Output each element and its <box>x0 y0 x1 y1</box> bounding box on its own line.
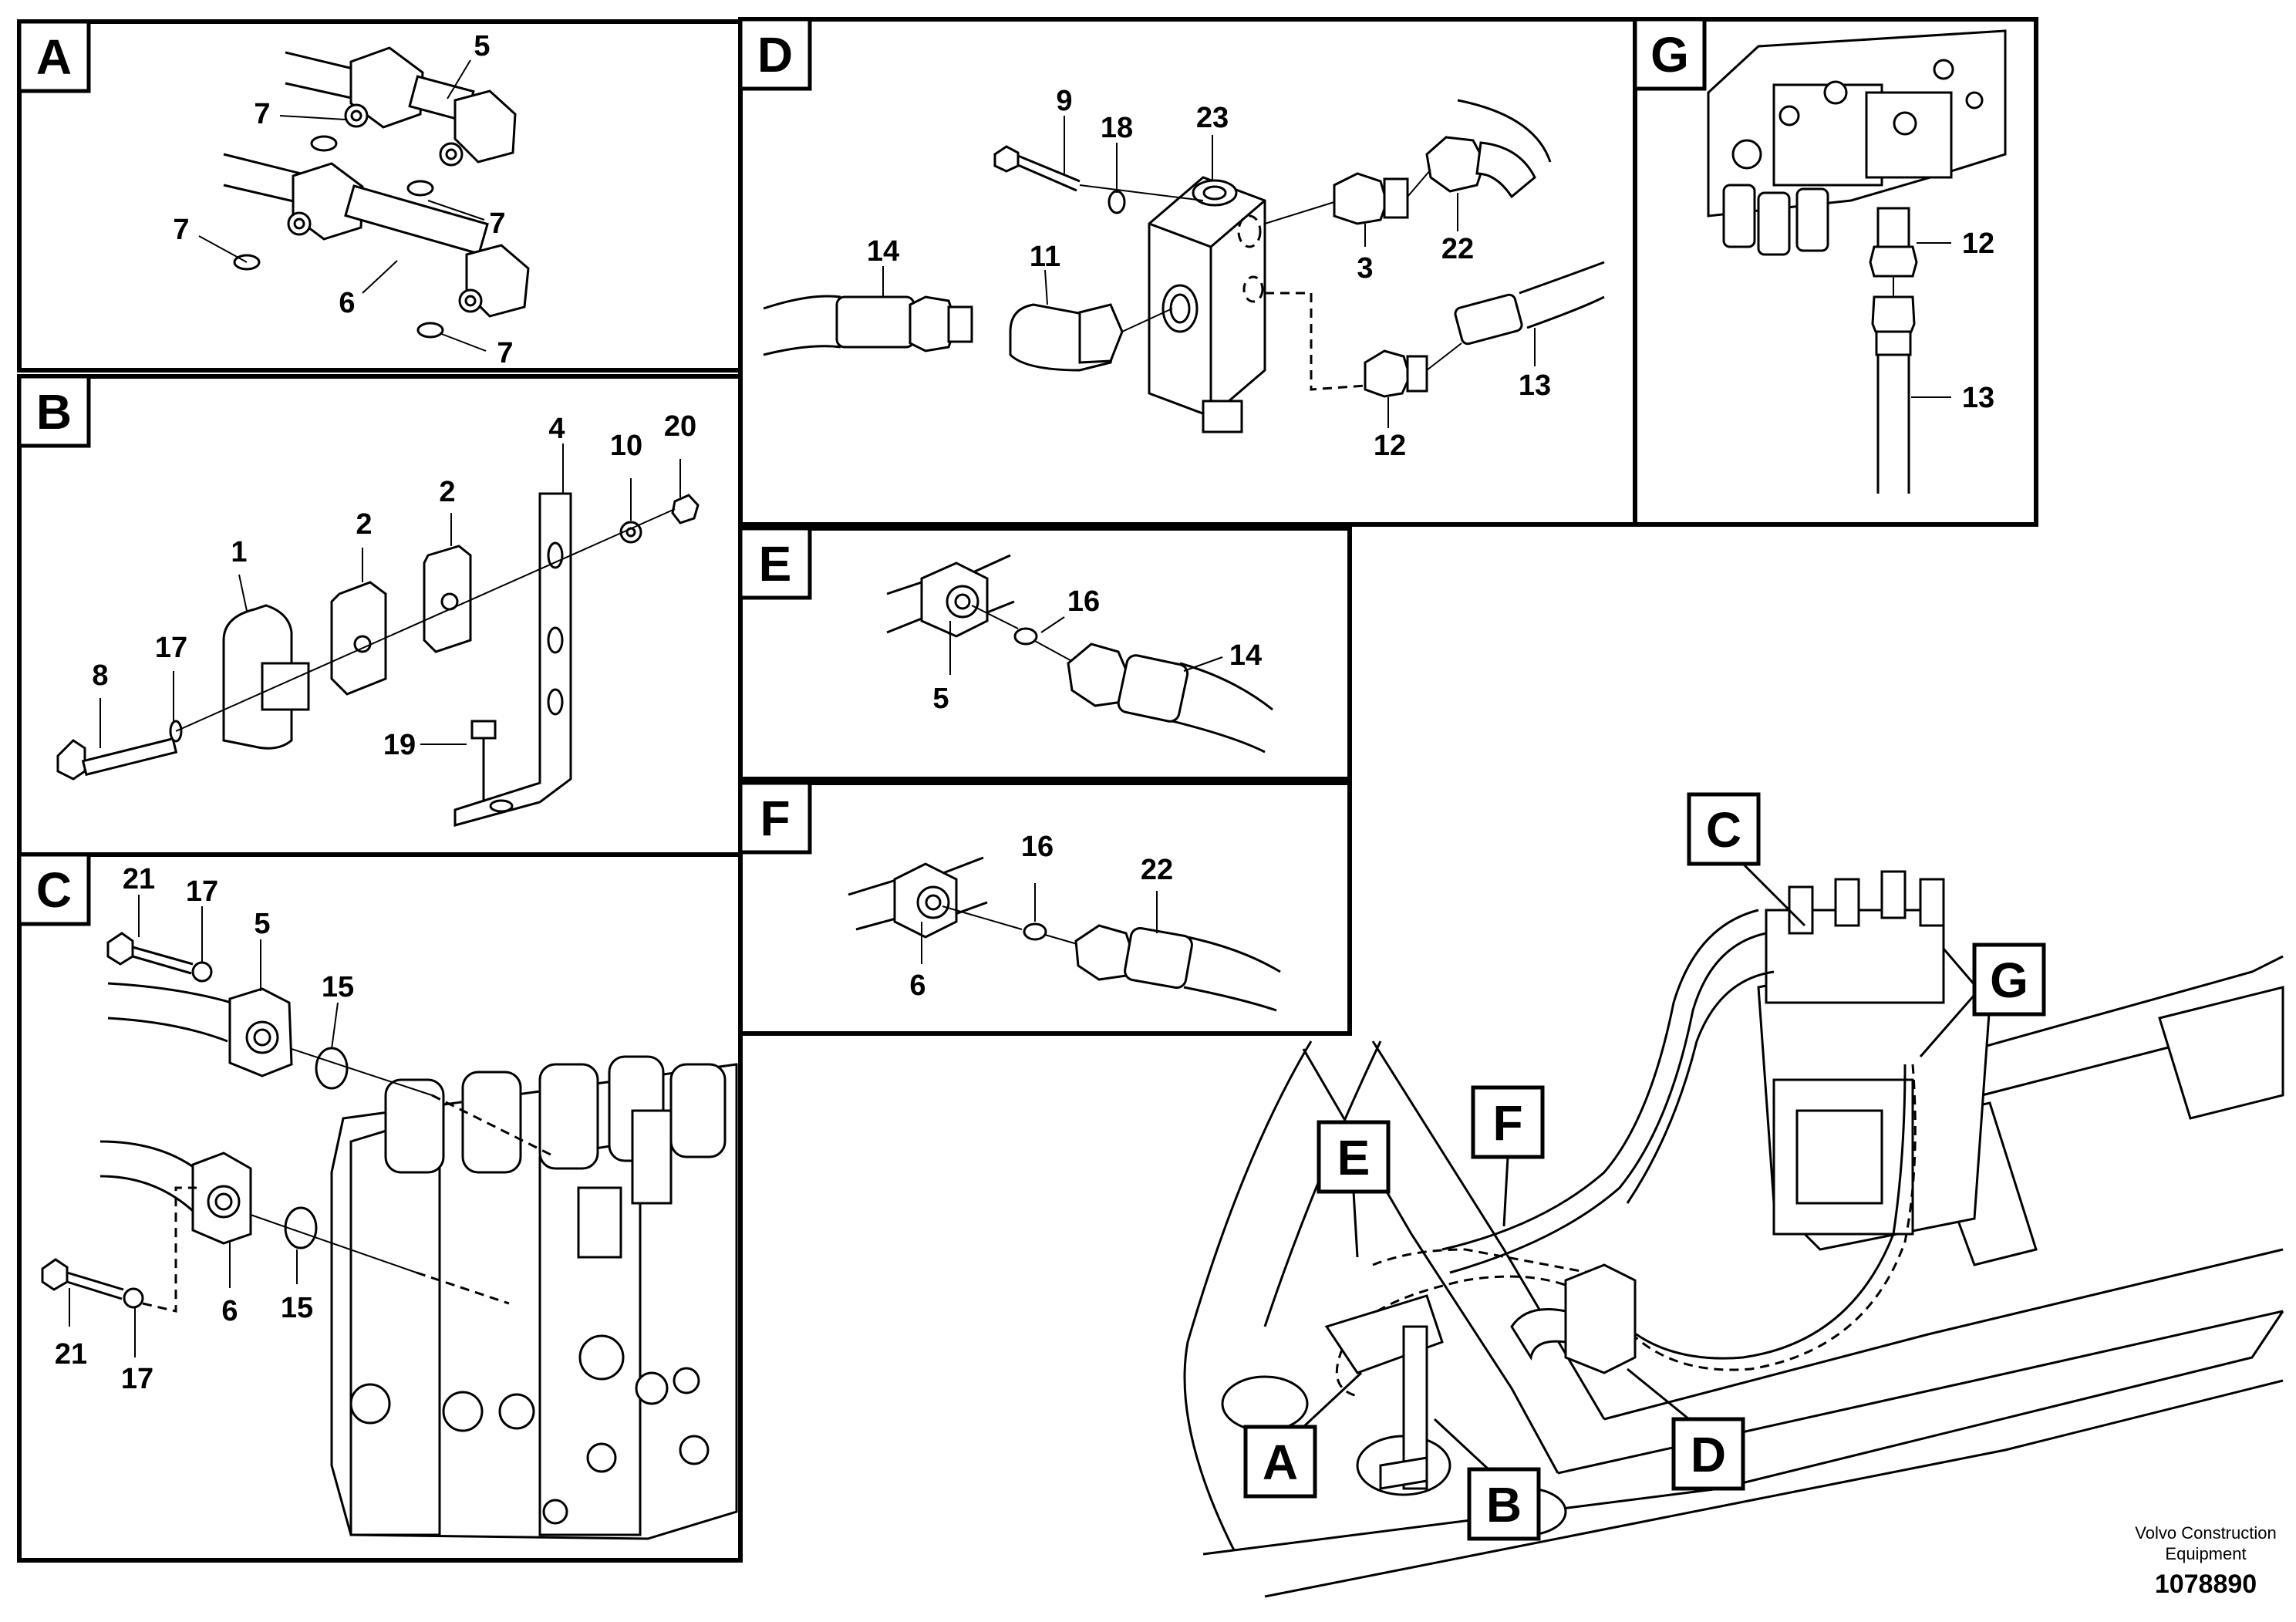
overview-label-b: B <box>1486 1477 1522 1533</box>
callout-a-7: 7 <box>489 207 505 240</box>
callout-d-12: 12 <box>1374 430 1406 462</box>
callout-c-17: 17 <box>186 875 218 908</box>
callout-d-23: 23 <box>1196 102 1229 134</box>
panel-b: B 4 10 2 <box>17 374 743 857</box>
panel-a: A 5 7 7 7 6 7 <box>17 19 743 373</box>
overview-label-c: C <box>1706 802 1741 858</box>
panel-d-letter: D <box>757 27 793 83</box>
callout-f-16: 16 <box>1021 831 1054 863</box>
callout-e-16: 16 <box>1067 585 1100 618</box>
callout-b-10: 10 <box>610 430 642 462</box>
panel-e: E 16 14 5 <box>738 526 1352 781</box>
callout-a-6: 6 <box>339 287 355 319</box>
panel-f-letter: F <box>760 791 790 846</box>
panel-a-letter: A <box>36 29 72 85</box>
machine-overview: C G F E A B D <box>1183 792 2284 1598</box>
panel-g-frame <box>1633 17 2038 527</box>
control-valve-detail <box>1707 29 2007 256</box>
callout-c-21: 21 <box>123 863 155 895</box>
callout-e-14: 14 <box>1229 639 1262 672</box>
overview-label-box-g <box>1972 943 2046 1017</box>
callout-d-13: 13 <box>1519 369 1551 402</box>
callout-f-6: 6 <box>909 969 925 1002</box>
callout-b-2: 2 <box>356 508 372 541</box>
callout-c-17: 17 <box>121 1363 153 1395</box>
callout-b-1: 1 <box>231 536 247 568</box>
callout-b-2: 2 <box>439 476 455 508</box>
overview-label-f: F <box>1492 1095 1522 1151</box>
callout-d-3: 3 <box>1357 252 1373 285</box>
callout-d-14: 14 <box>867 235 899 268</box>
overview-label-box-a <box>1243 1425 1317 1499</box>
callout-d-18: 18 <box>1101 112 1133 144</box>
callout-b-19: 19 <box>383 729 416 761</box>
callout-f-22: 22 <box>1141 854 1173 886</box>
callout-a-7: 7 <box>173 214 189 246</box>
panel-f: F 16 22 6 <box>738 781 1352 1036</box>
overview-label-g: G <box>1990 953 2028 1008</box>
panel-d: D <box>738 17 1637 527</box>
panel-b-label-box <box>17 374 91 448</box>
panel-f-frame <box>738 781 1352 1036</box>
callout-b-20: 20 <box>664 410 696 443</box>
credit-line-2: Equipment <box>2165 1544 2246 1563</box>
callout-b-4: 4 <box>548 413 565 445</box>
panel-g: G 12 13 <box>1633 17 2038 527</box>
callout-c-15: 15 <box>281 1292 313 1324</box>
callout-b-17: 17 <box>155 632 187 664</box>
callout-b-8: 8 <box>92 659 108 692</box>
callout-d-22: 22 <box>1441 233 1474 265</box>
overview-label-box-b <box>1467 1467 1541 1541</box>
panel-e-letter: E <box>759 536 792 592</box>
callout-e-5: 5 <box>932 683 949 715</box>
overview-control-valve <box>1757 870 1991 1251</box>
panel-c-frame <box>17 852 743 1563</box>
panel-e-label-box <box>738 526 812 600</box>
overview-label-e: E <box>1337 1130 1371 1185</box>
callout-c-6: 6 <box>221 1295 238 1327</box>
panel-e-frame <box>738 526 1352 781</box>
panel-c-letter: C <box>36 862 72 918</box>
control-valve-block <box>330 1055 738 1540</box>
panel-b-letter: B <box>36 384 72 440</box>
panel-a-label-box <box>17 19 91 93</box>
callout-a-7: 7 <box>497 337 513 369</box>
overview-label-d: D <box>1691 1427 1726 1482</box>
callout-g-12: 12 <box>1962 228 1994 260</box>
overview-label-box-e <box>1317 1120 1391 1194</box>
callout-a-5: 5 <box>474 30 490 62</box>
panel-g-letter: G <box>1650 27 1689 83</box>
panel-f-label-box <box>738 781 812 855</box>
panel-d-label-box <box>738 17 812 91</box>
credit-line-1: Volvo Construction <box>2135 1523 2276 1543</box>
panel-c: C <box>17 852 743 1563</box>
callout-c-5: 5 <box>254 908 270 940</box>
callout-d-11: 11 <box>1030 241 1060 273</box>
document-number: 1078890 <box>2155 1570 2257 1599</box>
callout-c-15: 15 <box>322 971 354 1003</box>
panel-g-label-box <box>1633 17 1707 91</box>
overview-label-box-d <box>1671 1417 1745 1491</box>
panel-c-label-box <box>17 852 91 926</box>
diagram-credit: Volvo Construction Equipment 1078890 <box>2135 1523 2276 1599</box>
overview-label-box-c <box>1687 792 1761 866</box>
callout-a-7: 7 <box>254 98 270 130</box>
callout-c-21: 21 <box>55 1338 87 1371</box>
callout-g-13: 13 <box>1962 382 1994 414</box>
callout-d-9: 9 <box>1056 85 1072 117</box>
overview-label-a: A <box>1263 1435 1298 1490</box>
